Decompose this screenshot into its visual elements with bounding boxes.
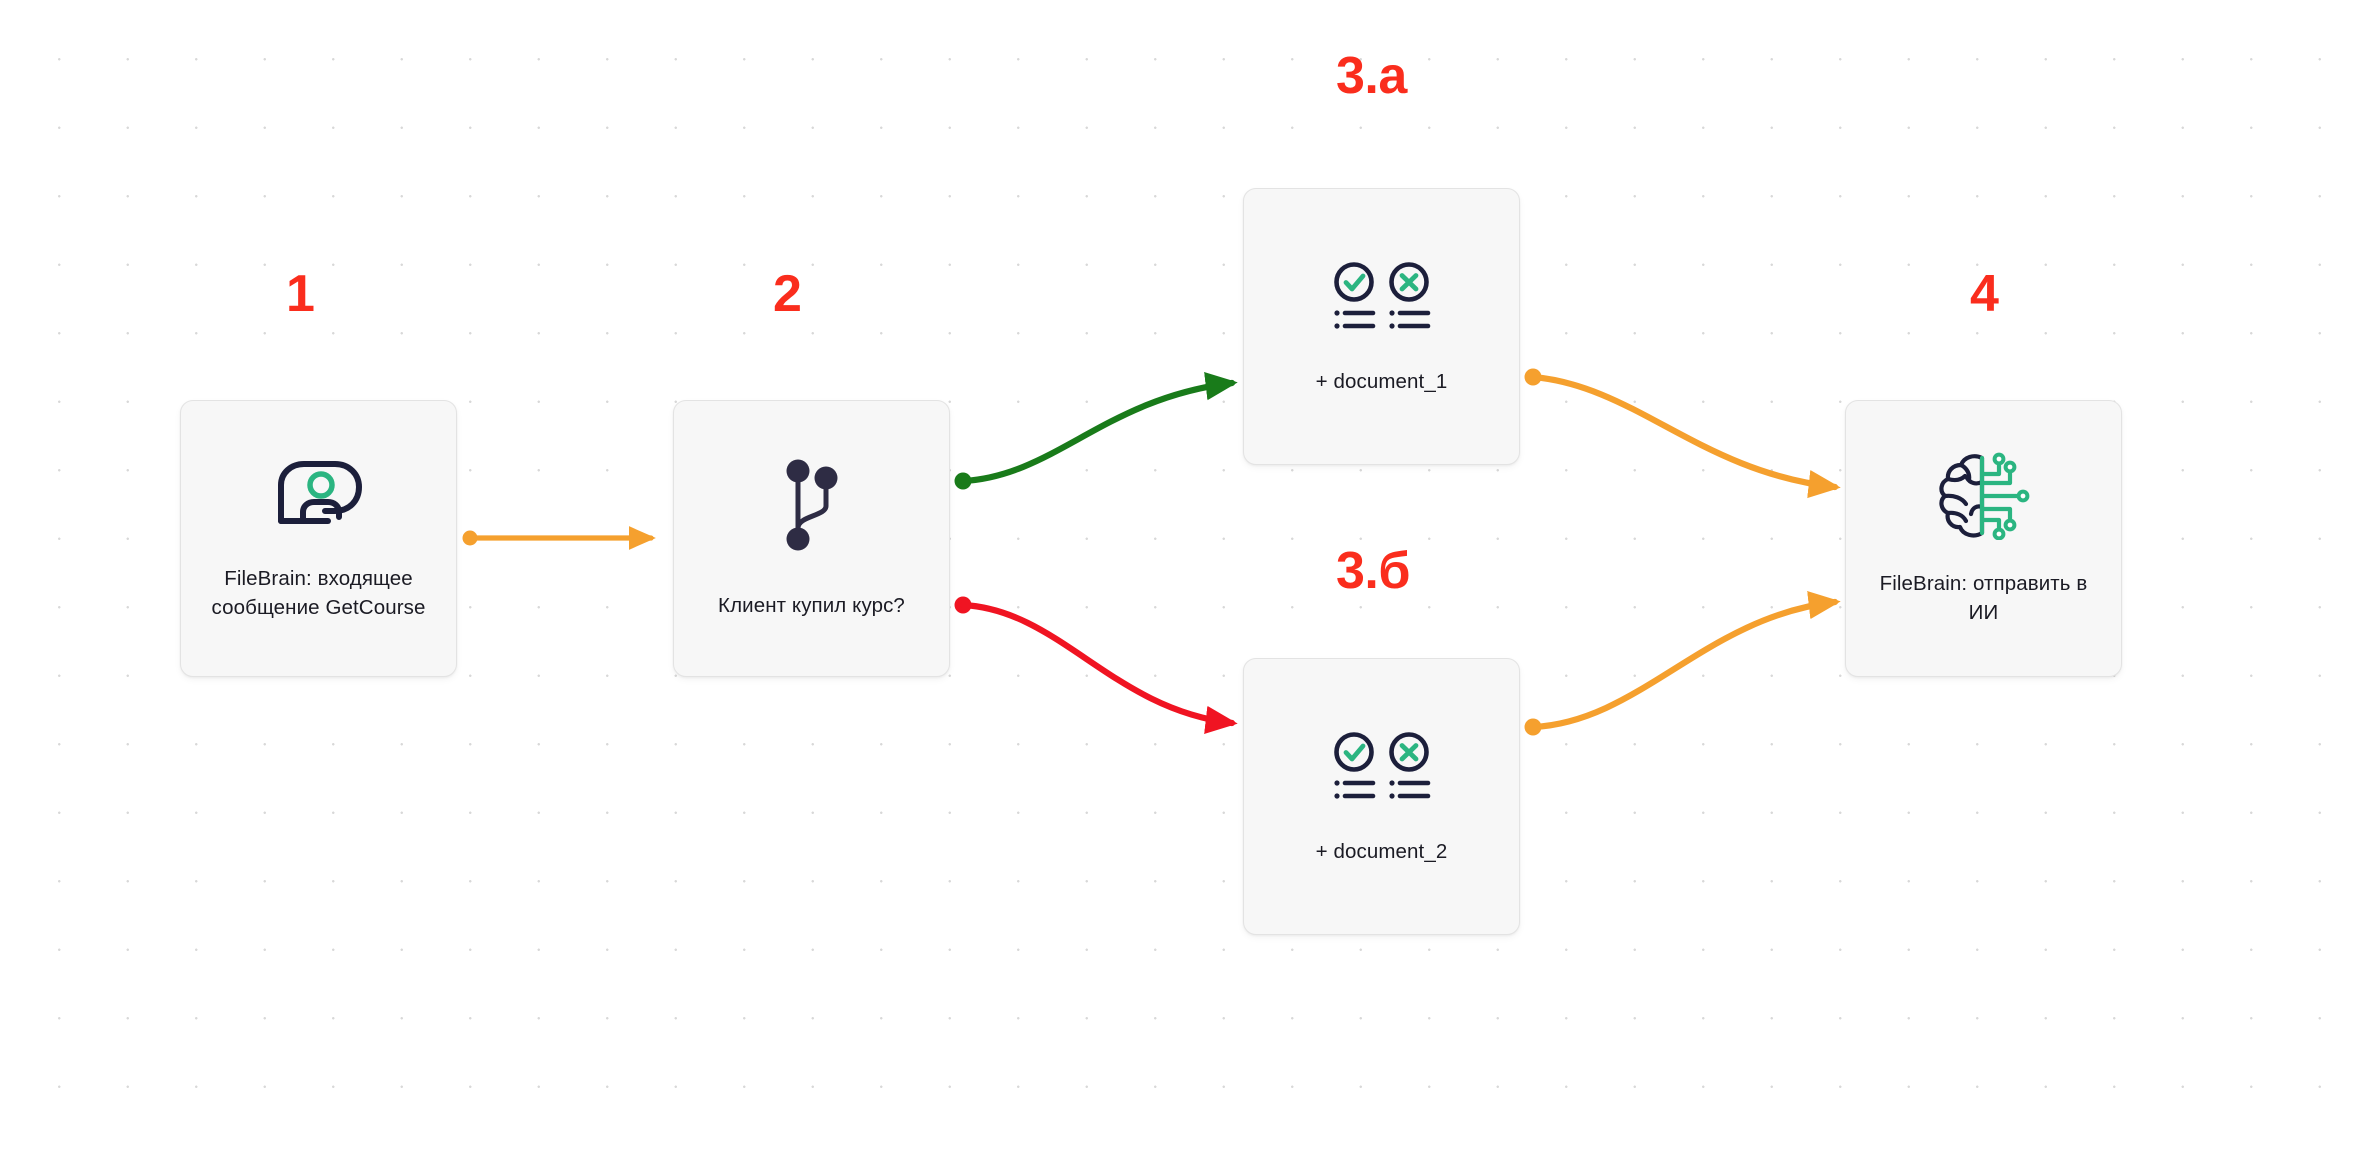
node-document-1[interactable]: + document_1 (1243, 188, 1520, 465)
edge-node2-to-node3a (954, 372, 1238, 490)
step-number-4: 4 (1970, 265, 1999, 323)
check-cross-checklist-icon (1329, 262, 1435, 334)
node-label: + document_2 (1315, 840, 1448, 864)
node-document-2[interactable]: + document_2 (1243, 658, 1520, 935)
edge-node3b-to-node4 (1524, 590, 1841, 736)
edge-node1-to-node2 (462, 526, 656, 550)
node-label: Клиент купил курс? (718, 594, 905, 618)
check-cross-checklist-icon (1329, 732, 1435, 804)
step-number-3b: 3.б (1336, 542, 1411, 600)
branch-condition-icon (781, 458, 843, 552)
node-condition-client-bought-course[interactable]: Клиент купил курс? (673, 400, 950, 677)
step-number-1: 1 (286, 265, 315, 323)
node-label: FileBrain: входящее сообщение GetCourse (211, 567, 426, 619)
node-label: + document_1 (1315, 370, 1448, 394)
step-number-2: 2 (773, 265, 802, 323)
edge-node2-to-node3b (954, 596, 1238, 735)
edge-node3a-to-node4 (1524, 368, 1841, 499)
node-filebrain-incoming-getcourse[interactable]: FileBrain: входящее сообщение GetCourse (180, 400, 457, 677)
ai-brain-circuit-icon (1932, 452, 2036, 541)
node-label: FileBrain: отправить в ИИ (1879, 572, 2088, 624)
step-number-3a: 3.a (1336, 47, 1407, 105)
node-filebrain-send-to-ai[interactable]: FileBrain: отправить в ИИ (1845, 400, 2122, 677)
incoming-message-user-icon (273, 459, 365, 531)
